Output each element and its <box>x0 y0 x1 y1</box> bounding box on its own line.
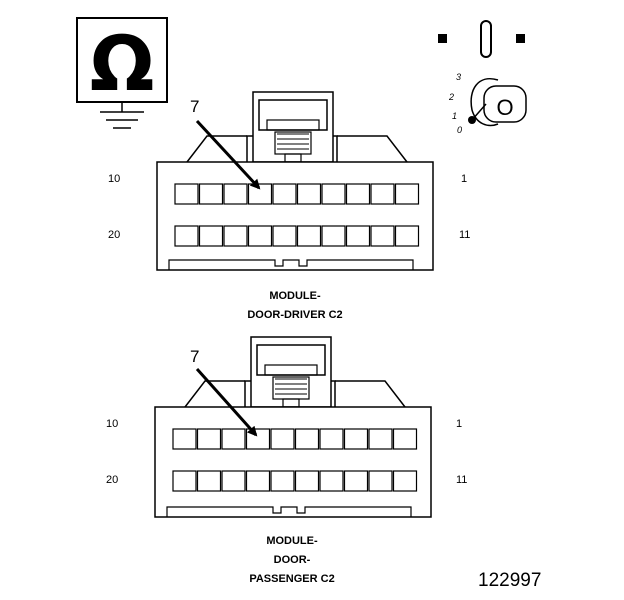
pin-label-bottom-left: 20 <box>106 474 119 486</box>
pin-label-bottom-left: 20 <box>108 229 121 241</box>
ignition-key-letter: O <box>496 95 513 120</box>
pin-cavity <box>345 183 371 205</box>
connector-body <box>154 406 432 518</box>
pin-cavity <box>272 183 297 205</box>
pin-cavity <box>368 428 393 450</box>
housing-right-slope <box>335 380 406 408</box>
pin-cavity <box>319 470 344 492</box>
housing-left-slope <box>186 135 247 163</box>
pin-cavity <box>198 183 224 205</box>
callout-arrow <box>195 368 258 437</box>
pin-cavity <box>221 428 246 450</box>
pin-label-bottom-right: 11 <box>456 474 468 486</box>
connector-caption-line: MODULE- <box>266 535 318 547</box>
connector-body <box>156 161 434 271</box>
pin-cavity <box>392 428 418 450</box>
pin-label-top-right: 1 <box>461 173 468 185</box>
ignition-pos-2: 2 <box>448 92 454 102</box>
connector-caption-line: MODULE- <box>269 290 321 302</box>
pin-cavity <box>392 470 418 492</box>
pin-cavity <box>296 183 322 205</box>
ignition-key-icon: 3 2 1 0 O <box>438 20 527 135</box>
pin-cavity <box>221 470 246 492</box>
pin-cavity <box>319 428 344 450</box>
pin-cavity <box>223 225 248 247</box>
pin-cavity <box>174 225 199 247</box>
ignition-pos-1: 1 <box>452 111 457 121</box>
connector-caption-line: PASSENGER C2 <box>249 573 335 585</box>
pin-cavity <box>343 428 369 450</box>
pin-cavity <box>272 225 297 247</box>
pin-cavity <box>270 470 295 492</box>
pin-cavity <box>196 470 222 492</box>
pin-cavity <box>174 183 199 205</box>
latch-bar <box>264 364 318 376</box>
latch-tower <box>252 91 334 163</box>
pin-cavity <box>172 428 197 450</box>
pin-cavity <box>247 225 273 247</box>
pin-cavity <box>270 428 295 450</box>
callout-number: 7 <box>190 347 200 366</box>
latch-bar <box>266 119 320 131</box>
ohmmeter-icon: Ω <box>76 17 168 129</box>
pin-cavity <box>370 183 395 205</box>
pin-label-top-left: 10 <box>106 418 119 430</box>
pin-cavity <box>394 225 420 247</box>
pin-label-top-left: 10 <box>108 173 121 185</box>
pin-cavity <box>394 183 420 205</box>
pin-cavity <box>368 470 393 492</box>
pin-cavity <box>245 470 271 492</box>
connector-driver <box>156 91 434 271</box>
connector-caption-line: DOOR-DRIVER C2 <box>247 309 343 321</box>
figure-number: 122997 <box>478 570 542 591</box>
pin-cavity <box>370 225 395 247</box>
pin-cavity <box>294 428 320 450</box>
pin-cavity <box>196 428 222 450</box>
pin-cavity <box>245 428 271 450</box>
connector-key-ledge <box>168 259 414 270</box>
pin-cavity <box>343 470 369 492</box>
pin-label-bottom-right: 11 <box>459 229 471 241</box>
pin-cavity <box>321 225 346 247</box>
pin-cavity <box>321 183 346 205</box>
ignition-pos-3: 3 <box>456 72 461 82</box>
pin-cavity <box>345 225 371 247</box>
pin-cavity <box>294 470 320 492</box>
connector-key-ledge <box>166 506 412 517</box>
connector-passenger <box>154 336 432 518</box>
housing-right-slope <box>337 135 408 163</box>
callout-number: 7 <box>190 97 200 116</box>
connector-caption-line: DOOR- <box>273 554 311 566</box>
ohm-symbol: Ω <box>90 19 155 108</box>
latch-tower <box>250 336 332 408</box>
housing-left-slope <box>184 380 245 408</box>
ignition-pos-0: 0 <box>457 125 462 135</box>
pin-cavity <box>296 225 322 247</box>
pin-cavity <box>198 225 224 247</box>
callout-arrow <box>195 119 261 190</box>
pin-cavity <box>223 183 248 205</box>
pin-label-top-right: 1 <box>456 418 463 430</box>
pin-cavity <box>172 470 197 492</box>
